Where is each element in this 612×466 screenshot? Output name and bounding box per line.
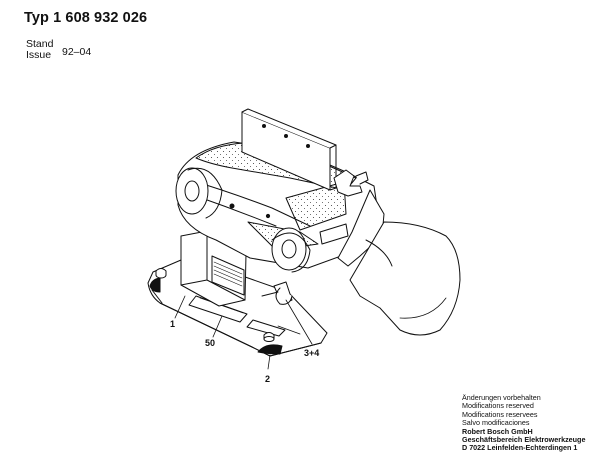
footer-line-3: Modifications reservees [462,409,538,419]
stand-label: Stand [26,38,54,50]
document-title: Typ 1 608 932 026 [24,10,148,26]
footer-line-4: Salvo modificaciones [462,418,530,428]
wing-knob [333,169,369,197]
callout-50: 50 [205,338,215,348]
rubber-foot-left [149,268,167,293]
footer-company: Robert Bosch GmbH [462,426,533,436]
footer-address: D 7022 Leinfelden-Echterdingen 1 [462,443,578,453]
callout-1: 1 [170,319,175,329]
footer-line-2: Modifications reserved [462,401,534,411]
callout-3-4: 3+4 [304,348,319,358]
rubber-foot-2 [257,332,283,355]
rear-clamp [261,281,293,305]
issue-label: Issue [26,49,52,61]
clamp-block [180,230,247,307]
side-housing [337,189,461,336]
footer-division: Geschäftsbereich Elektrowerkzeuge [462,435,586,445]
fence-plate [241,108,337,191]
footer-block: Änderungen vorbehalten Modifications res… [462,393,586,453]
callout-2: 2 [265,374,270,384]
stand-value: 92–04 [62,46,92,58]
footer-line-1: Änderungen vorbehalten [462,393,541,402]
stand-issue-labels: Stand Issue [26,39,53,61]
